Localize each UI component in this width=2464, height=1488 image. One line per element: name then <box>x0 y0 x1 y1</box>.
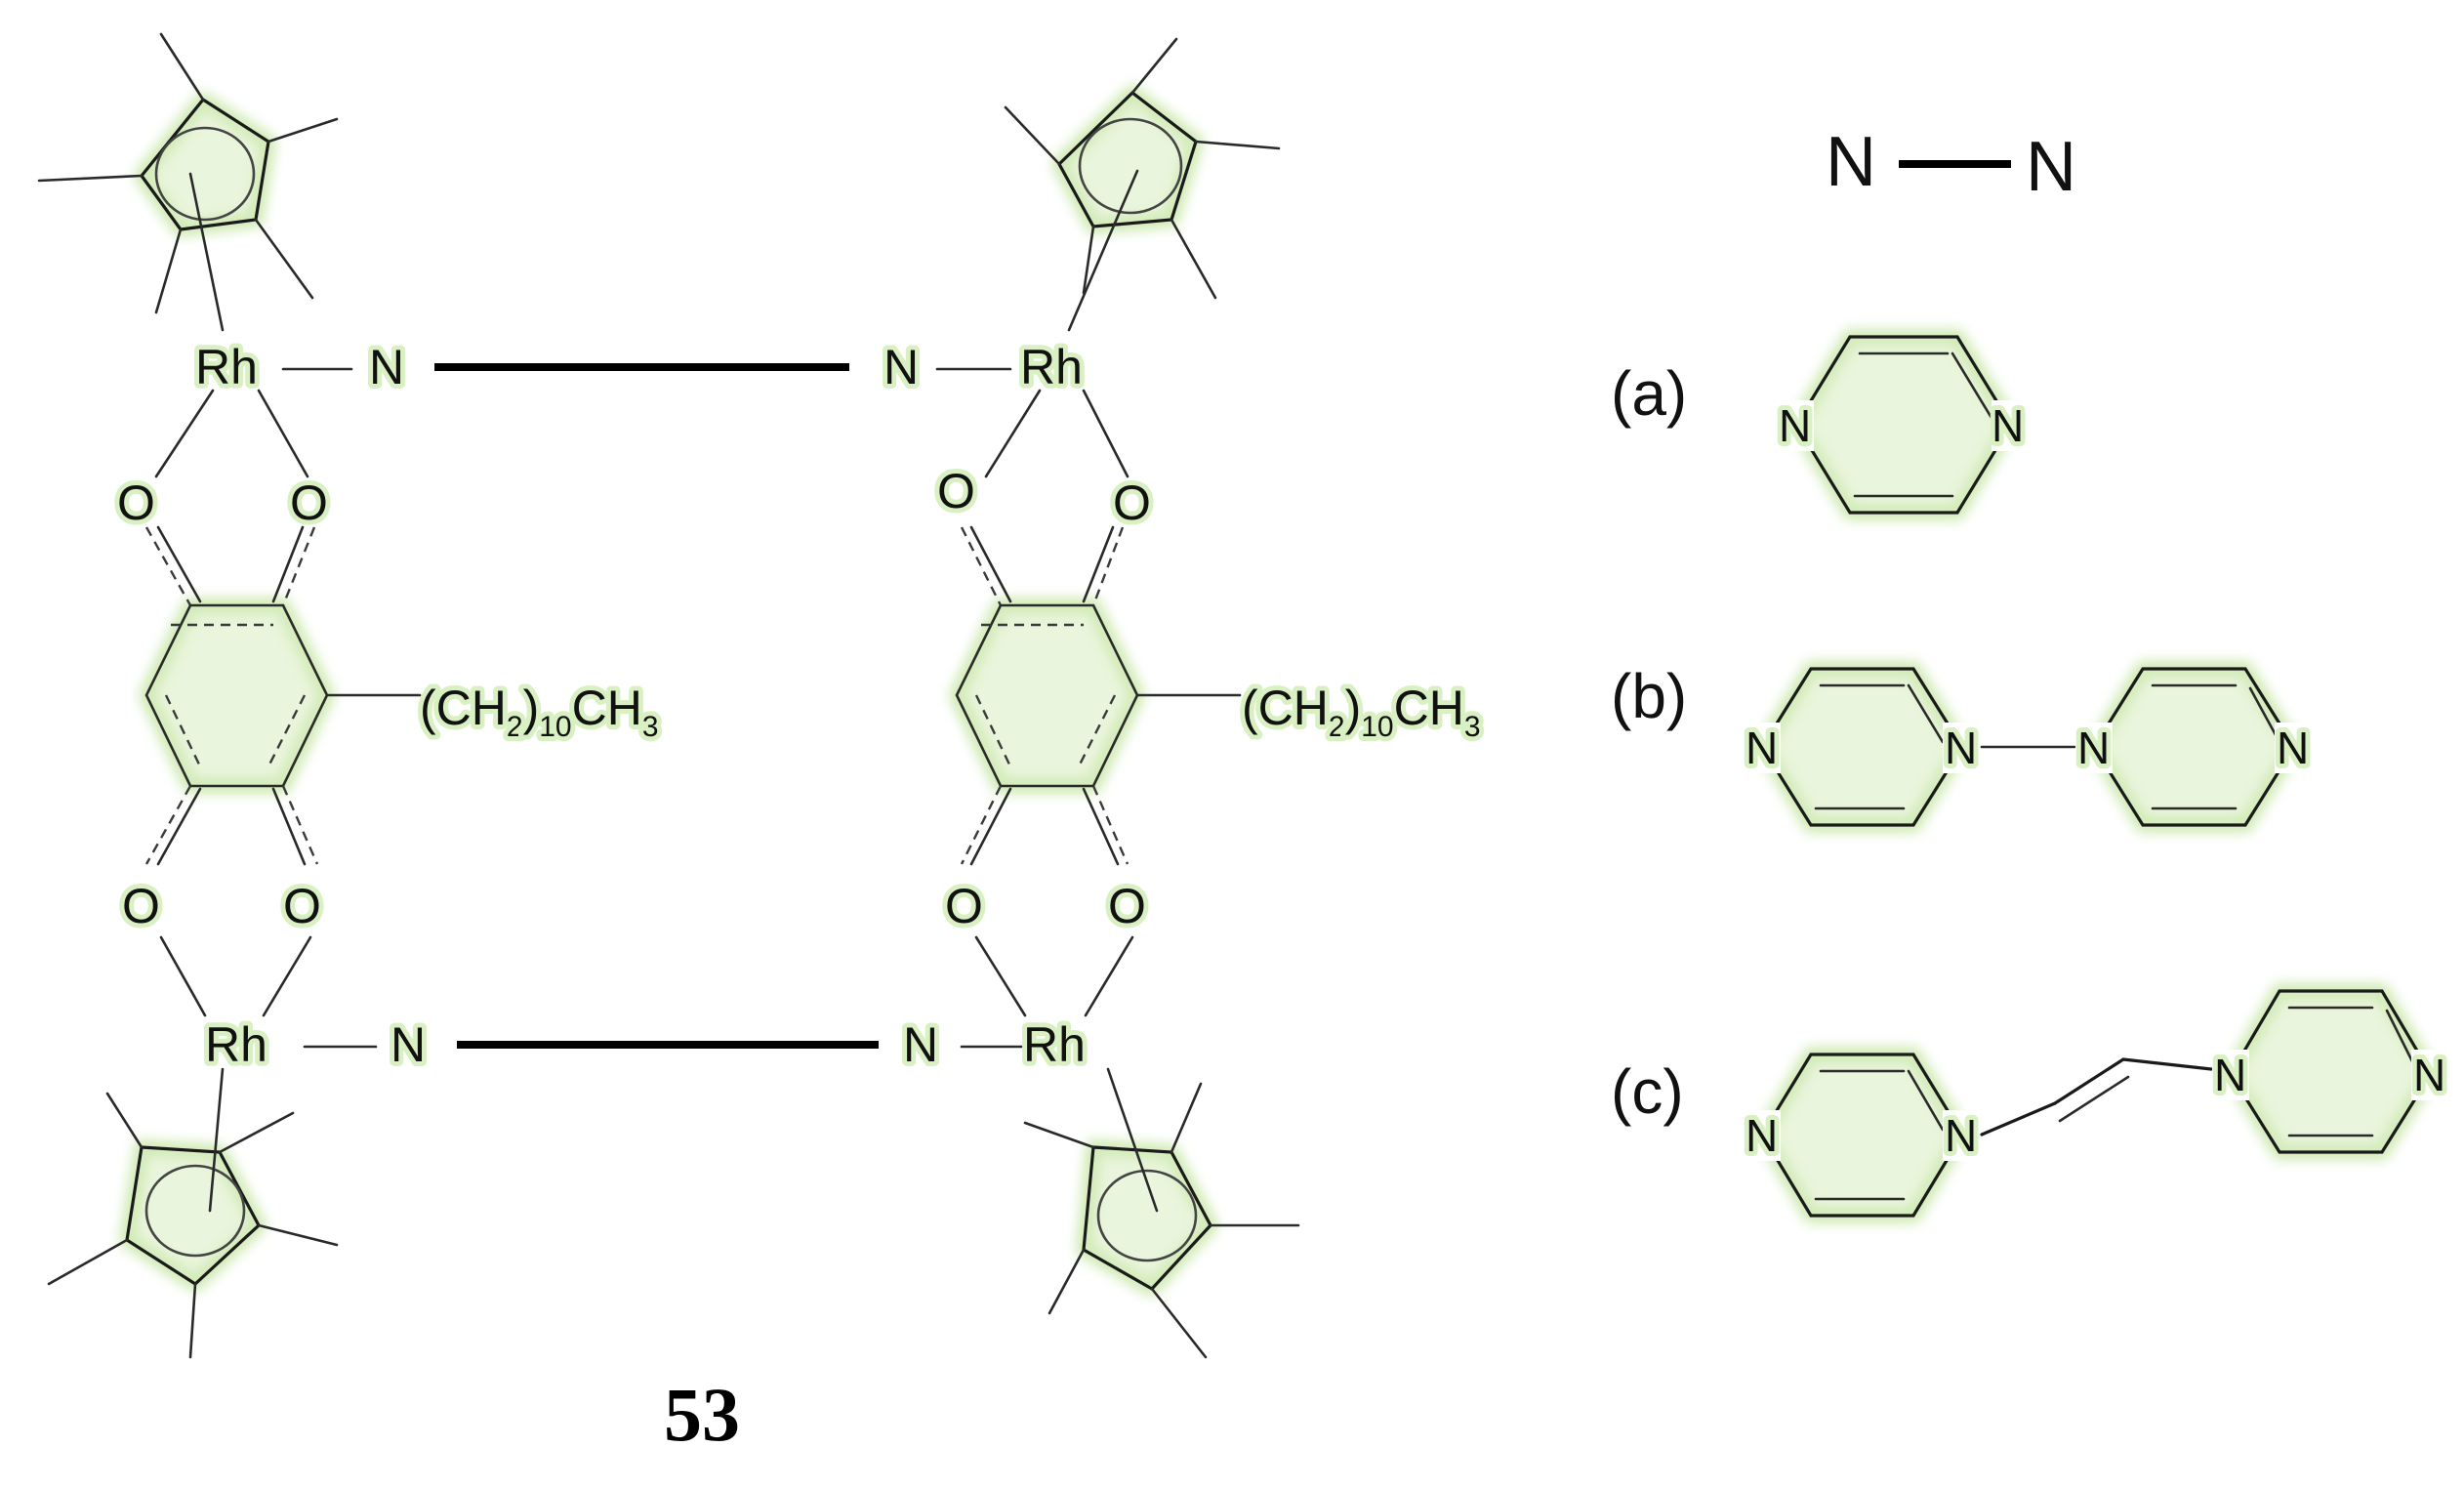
rh-top-right: Rh <box>1020 340 1083 394</box>
alkyl-substituent-left: (CH2)10CH3 <box>420 681 659 743</box>
o-left-top-2: O <box>290 475 328 530</box>
n-bottom-left: N <box>390 1017 426 1072</box>
o-right-bottom-2: O <box>1108 879 1146 933</box>
option-b-label: (b) <box>1611 661 1687 731</box>
svg-text:N: N <box>2214 1050 2246 1100</box>
cp-star-top-left <box>37 32 339 332</box>
compound-number: 53 <box>664 1372 740 1457</box>
o-right-top-1: O <box>937 464 975 518</box>
alkyl-substituent-right: (CH2)10CH3 <box>1242 681 1481 743</box>
rh-top-left: Rh <box>195 340 258 394</box>
svg-text:N: N <box>1745 1110 1778 1161</box>
o-right-top-2: O <box>1113 475 1151 530</box>
svg-text:N: N <box>1992 400 2024 451</box>
option-a: (a) N N <box>1611 335 2029 515</box>
rh-bottom-left: Rh <box>205 1017 267 1072</box>
option-b: (b) N N N N <box>1611 661 2314 827</box>
o-left-bottom-1: O <box>122 879 160 933</box>
svg-text:N: N <box>1945 723 1977 773</box>
option-a-label: (a) <box>1611 358 1687 429</box>
svg-text:N: N <box>1945 1110 1977 1161</box>
svg-text:N: N <box>1745 723 1778 773</box>
option-c-label: (c) <box>1611 1056 1684 1127</box>
linker-legend: N N <box>1826 123 2076 206</box>
n-top-left: N <box>369 340 404 394</box>
o-left-top-1: O <box>117 475 155 530</box>
quinone-right <box>955 525 1242 866</box>
svg-text:N: N <box>2277 723 2309 773</box>
svg-text:N: N <box>2077 723 2110 773</box>
complex-53: Rh Rh Rh Rh N N N N O O O O O O O O (CH2… <box>37 32 1486 1457</box>
n-top-right: N <box>883 340 919 394</box>
svg-text:N: N <box>2413 1050 2445 1100</box>
n-bottom-right: N <box>903 1017 938 1072</box>
quinone-left <box>144 525 422 866</box>
rh-bottom-right: Rh <box>1023 1017 1086 1072</box>
cp-star-top-right <box>1004 37 1281 332</box>
svg-text:N: N <box>2026 128 2076 206</box>
option-c: (c) N N N N <box>1611 989 2450 1218</box>
cp-star-bottom-right <box>1023 1067 1300 1359</box>
o-left-bottom-2: O <box>283 879 321 933</box>
o-right-bottom-1: O <box>945 879 983 933</box>
cp-star-bottom-left <box>47 1067 339 1359</box>
svg-text:N: N <box>1779 400 1811 451</box>
svg-text:N: N <box>1826 123 1876 201</box>
